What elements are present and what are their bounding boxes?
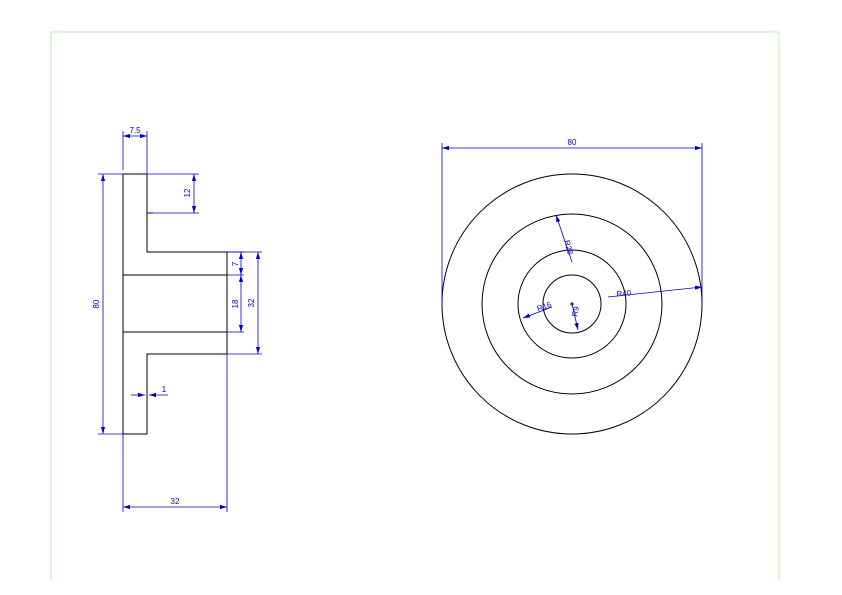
drawing-border <box>50 31 780 580</box>
front-view: 80 R28 R16 R9 R40 <box>441 138 703 435</box>
dim-radius-40: R40 <box>616 288 632 299</box>
circle-r28 <box>481 213 663 395</box>
front-view-dimension-labels: 80 R28 R16 R9 R40 <box>536 138 632 317</box>
side-view-dimensions <box>98 131 262 512</box>
dim-step-height: 12 <box>183 188 192 197</box>
side-view: 7.5 80 12 7 18 32 1 32 <box>92 126 262 512</box>
dim-radius-16: R16 <box>536 300 553 314</box>
side-view-dimension-labels: 7.5 80 12 7 18 32 1 32 <box>92 126 256 506</box>
dim-bore-diameter: 18 <box>231 299 240 308</box>
dim-outer-diameter: 80 <box>568 138 577 147</box>
front-view-dimensions <box>441 143 703 331</box>
dim-shoulder-offset: 7 <box>231 261 240 266</box>
dim-radius-9: R9 <box>570 305 581 317</box>
dim-flange-thickness: 7.5 <box>129 126 141 135</box>
circle-r16 <box>517 249 627 359</box>
dim-small-step: 1 <box>162 385 167 394</box>
circle-r9 <box>542 274 602 334</box>
dim-hub-diameter: 32 <box>247 298 256 307</box>
front-view-center-mark <box>570 302 574 306</box>
dim-overall-height: 80 <box>92 299 101 308</box>
dim-overall-width: 32 <box>171 497 180 506</box>
dim-radius-28: R28 <box>562 239 575 256</box>
